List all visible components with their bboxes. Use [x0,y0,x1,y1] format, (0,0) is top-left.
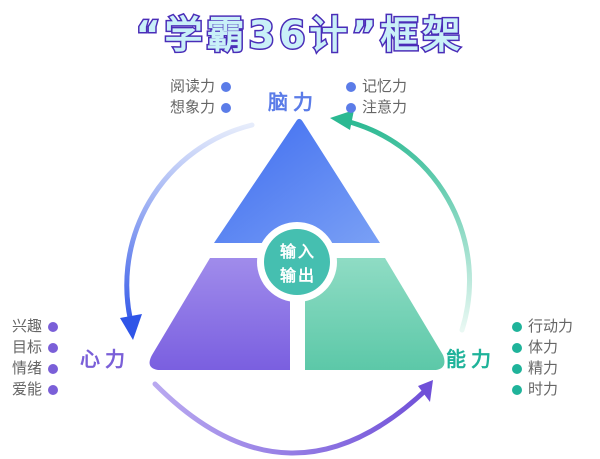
list-item: 阅读力 [170,77,216,95]
list-item: 体力 [528,338,559,356]
heart-list: 兴趣 目标 情绪 爱能 [12,316,59,400]
ability-list: 行动力 体力 精力 时力 [512,316,573,400]
bullet-dot-icon [221,81,232,92]
list-item: 精力 [528,359,559,377]
arrow-heart-to-ability [152,381,431,456]
brain-heading: 脑力 [268,90,318,114]
list-item: 兴趣 [12,317,43,335]
heart-heading: 心力 [80,347,130,371]
bullet-dot-icon [48,363,59,374]
arrowhead-brain-icon [330,110,354,130]
ability-trapezoid [305,258,445,370]
list-item: 情绪 [12,359,43,377]
arrowhead-ability-icon [418,380,433,402]
bullet-dot-icon [48,342,59,353]
bullet-dot-icon [512,342,522,353]
diagram-title: “学霸36计”框架 [134,12,465,59]
brain-left-list: 阅读力 想象力 [170,76,232,118]
arrow-ability-to-brain [339,117,473,333]
bullet-dot-icon [221,102,232,113]
bullet-dot-icon [512,363,522,374]
heart-trapezoid [149,258,290,370]
list-item: 时力 [528,380,559,398]
list-item: 目标 [12,338,43,356]
bullet-dot-icon [48,384,59,395]
bullet-dot-icon [346,102,356,113]
bullet-dot-icon [512,321,522,332]
list-item: 爱能 [12,380,43,398]
arrowhead-heart-icon [120,314,142,340]
bullet-dot-icon [48,321,59,332]
arrow-brain-to-heart [124,122,255,333]
brain-triangle [214,118,380,243]
list-item: 行动力 [528,317,574,335]
center-input-text: 输入 [279,242,316,261]
ability-heading: 能力 [446,347,496,371]
center-label: 输入 输出 [270,240,326,288]
list-item: 想象力 [170,98,216,116]
bullet-dot-icon [512,384,522,395]
brain-right-list: 记忆力 注意力 [346,76,407,118]
bullet-dot-icon [346,81,356,92]
list-item: 记忆力 [362,77,408,95]
list-item: 注意力 [362,98,408,116]
center-output-text: 输出 [279,266,316,285]
